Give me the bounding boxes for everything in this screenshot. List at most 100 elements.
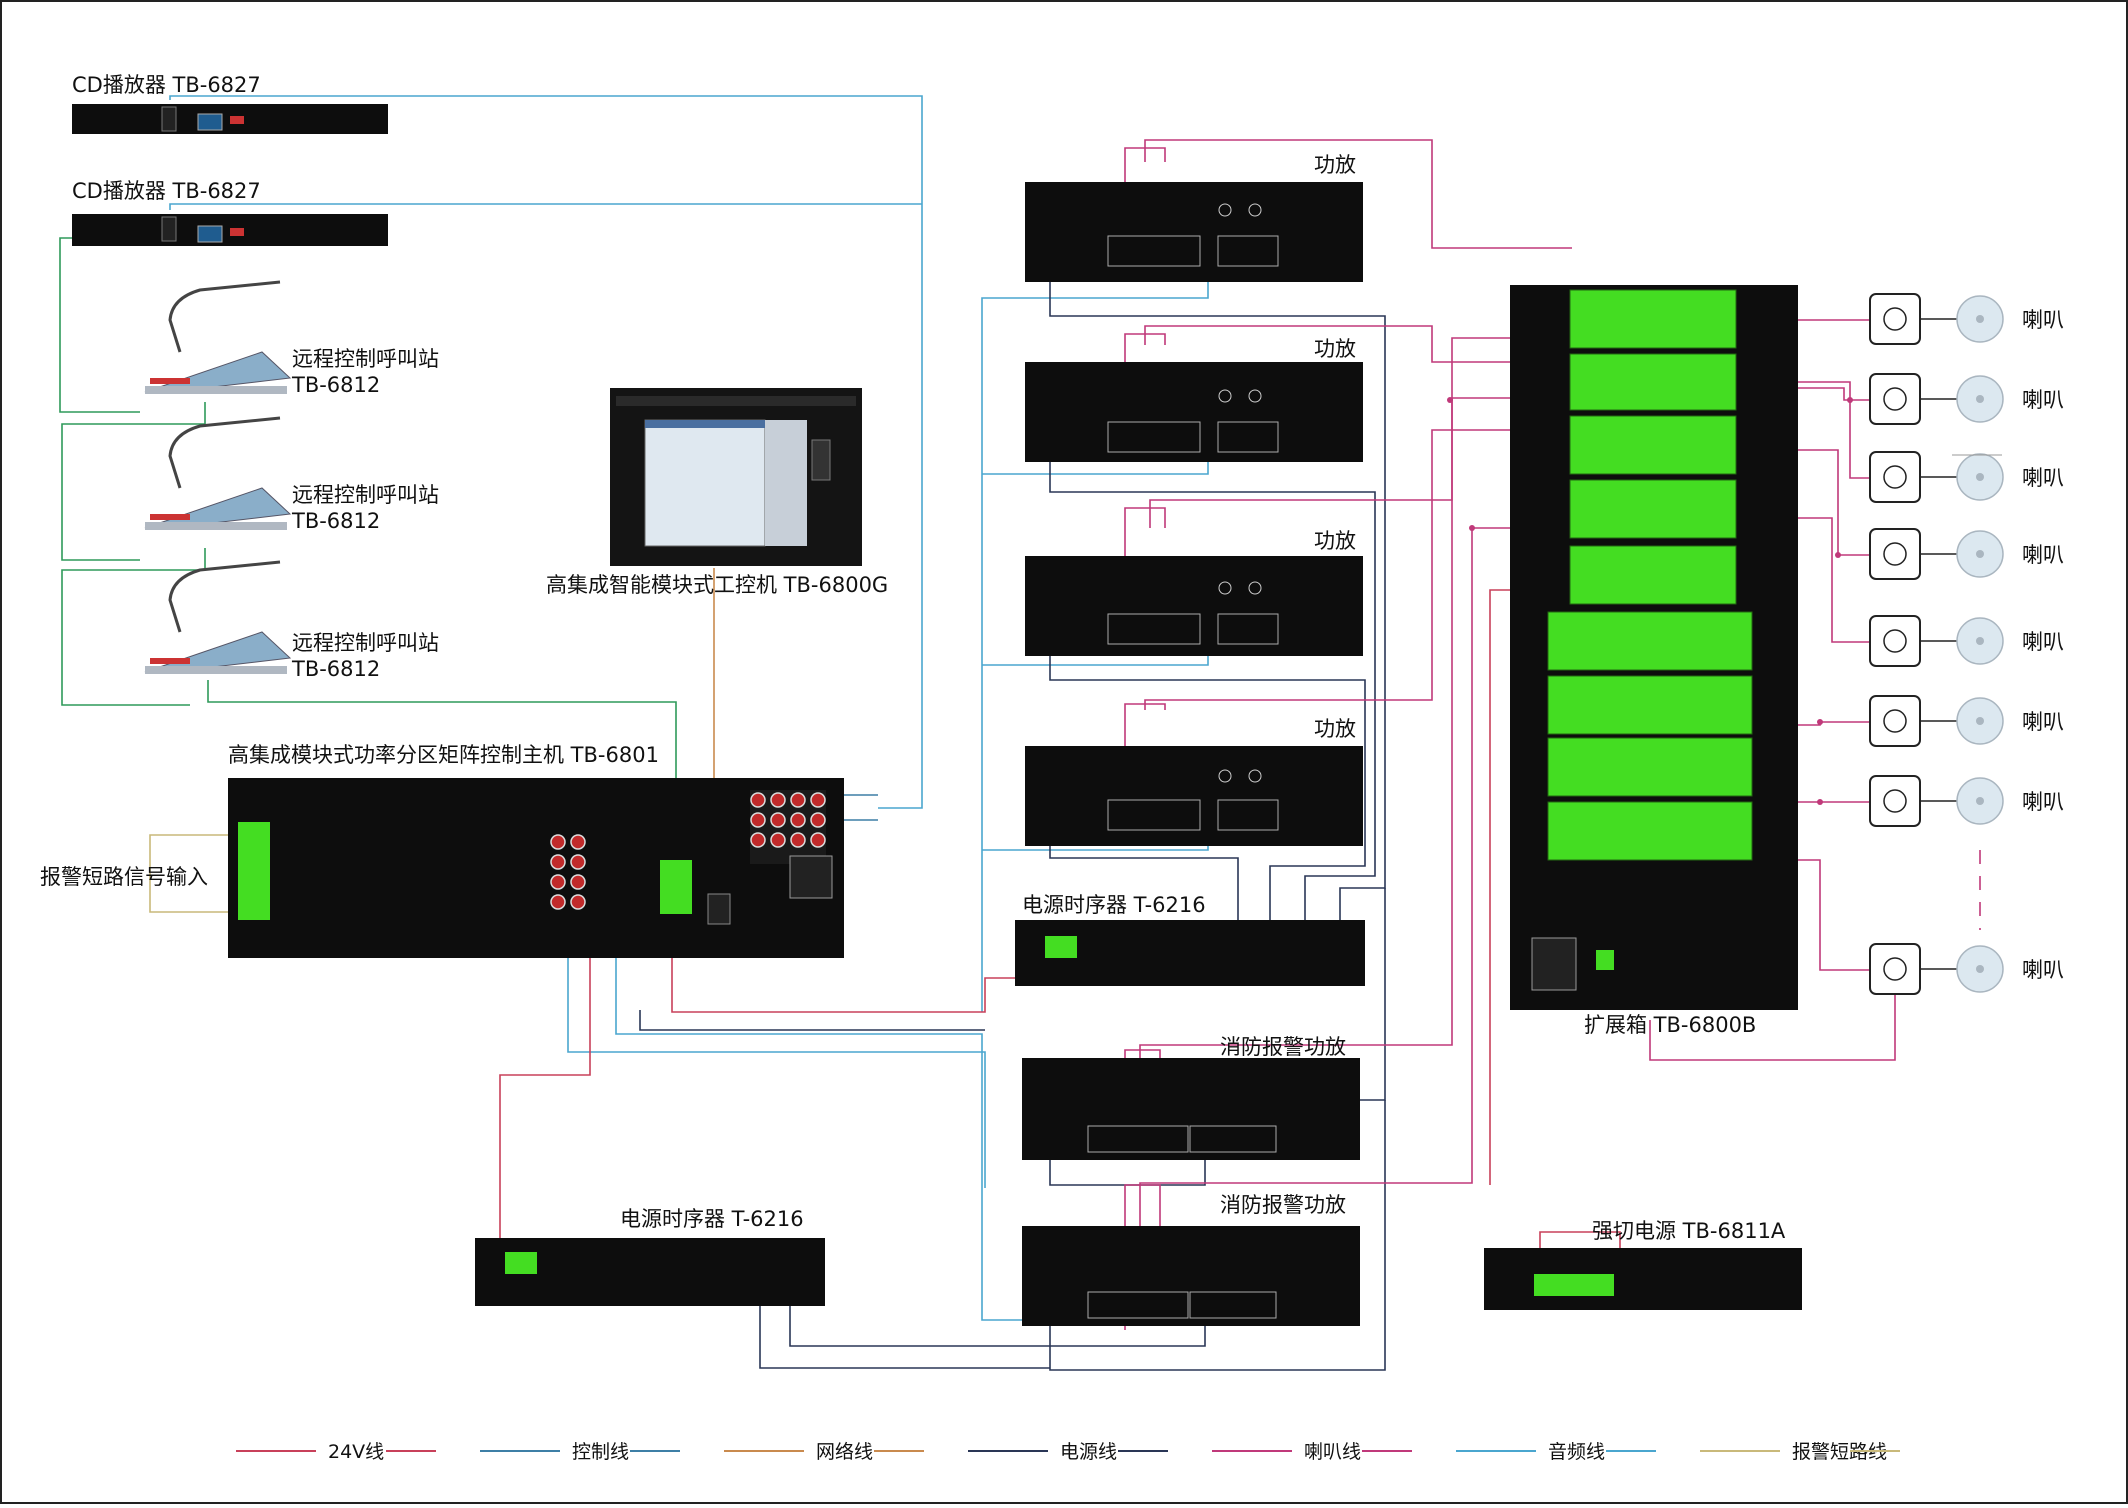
amplifier-1 <box>1025 182 1363 282</box>
wire-speaker-fire1 <box>1139 397 1572 1070</box>
call-station-2 <box>144 416 292 530</box>
volume-control <box>1869 775 1921 827</box>
junction-dot <box>1835 552 1841 558</box>
legend-label: 24V线 <box>328 1441 384 1463</box>
legend-label: 网络线 <box>816 1441 873 1463</box>
wire-power-amp3 <box>1049 652 1366 920</box>
legend-item: 控制线 <box>480 1441 680 1463</box>
speaker-center <box>1976 550 1984 558</box>
cd1-label: CD播放器 TB-6827 <box>72 73 261 97</box>
wire-control-call2 <box>61 402 206 561</box>
pc-label: 高集成智能模块式工控机 TB-6800G <box>546 573 888 597</box>
wire-alarm <box>149 834 235 913</box>
speaker-label: 喇叭 <box>2022 790 2064 814</box>
wire-power-amp2 <box>1049 462 1376 920</box>
speaker-unit: 喇叭 <box>1869 775 2064 827</box>
volume-knob-icon <box>1883 789 1907 813</box>
legend: 24V线控制线网络线电源线喇叭线音频线报警短路线 <box>236 1441 1900 1463</box>
matrix-host <box>228 778 844 958</box>
wire-speaker-fire2 <box>1139 527 1572 1245</box>
volume-control <box>1869 293 1921 345</box>
speaker-center <box>1976 717 1984 725</box>
cd-player-1 <box>72 104 388 134</box>
speaker-label: 喇叭 <box>2022 958 2064 982</box>
amplifier-4 <box>1025 746 1363 846</box>
volume-control <box>1869 451 1921 503</box>
expansion-label: 扩展箱 TB-6800B <box>1584 1013 1756 1037</box>
speaker-center <box>1976 965 1984 973</box>
speaker-label: 喇叭 <box>2022 630 2064 654</box>
wire-power-amp1 <box>1049 282 1386 920</box>
wires <box>59 95 1896 1371</box>
volume-knob-icon <box>1883 957 1907 981</box>
legend-item: 喇叭线 <box>1212 1441 1412 1463</box>
volume-knob-icon <box>1883 465 1907 489</box>
junction-dot <box>1817 719 1823 725</box>
volume-knob-icon <box>1883 387 1907 411</box>
seq1-label: 电源时序器 T-6216 <box>1022 893 1206 917</box>
alarm-input-label: 报警短路信号输入 <box>40 865 208 889</box>
legend-label: 音频线 <box>1548 1441 1605 1463</box>
junction-dot <box>1817 799 1823 805</box>
volume-knob-icon <box>1883 542 1907 566</box>
fire2-label: 消防报警功放 <box>1220 1193 1346 1217</box>
expansion-box <box>1510 285 1798 1010</box>
wire-speaker-amp3b <box>1124 507 1166 600</box>
cd-player-2 <box>72 214 388 246</box>
wire-audio-fire2 <box>567 920 986 1188</box>
amp4-label: 功放 <box>1314 717 1356 741</box>
speaker-unit: 喇叭 <box>1869 528 2064 580</box>
volume-control <box>1869 615 1921 667</box>
volume-knob-icon <box>1883 307 1907 331</box>
volume-knob-icon <box>1883 629 1907 653</box>
speaker-center <box>1976 395 1984 403</box>
amp1-label: 功放 <box>1314 153 1356 177</box>
speaker-unit: 喇叭 <box>1869 373 2064 425</box>
volume-control <box>1869 528 1921 580</box>
wire-sp-bottom <box>1649 990 1896 1061</box>
call-station-1 <box>144 280 292 394</box>
speaker-unit: 喇叭 <box>1869 943 2064 995</box>
fire1-label: 消防报警功放 <box>1220 1035 1346 1059</box>
legend-label: 报警短路线 <box>1792 1441 1887 1463</box>
power-sequencer-2 <box>475 1238 825 1306</box>
legend-label: 控制线 <box>572 1441 629 1463</box>
volume-control <box>1869 373 1921 425</box>
wire-control-host <box>207 680 677 840</box>
speaker-center <box>1976 315 1984 323</box>
speaker-unit: 喇叭 <box>1869 695 2064 747</box>
speaker-center <box>1976 637 1984 645</box>
speaker-label: 喇叭 <box>2022 710 2064 734</box>
amp3-label: 功放 <box>1314 529 1356 553</box>
speaker-unit: 喇叭 <box>1869 293 2064 345</box>
legend-item: 报警短路线 <box>1700 1441 1900 1463</box>
speaker-label: 喇叭 <box>2022 388 2064 412</box>
fire-alarm-amp-2 <box>1022 1226 1360 1326</box>
call-station-3 <box>144 560 292 674</box>
industrial-pc <box>610 388 862 566</box>
speaker-unit: 喇叭 <box>1869 615 2064 667</box>
call3-label-a: 远程控制呼叫站 <box>292 631 439 655</box>
speaker-label: 喇叭 <box>2022 543 2064 567</box>
wire-power-fire2 <box>1049 1100 1386 1371</box>
junction-dot <box>1469 525 1475 531</box>
volume-control <box>1869 943 1921 995</box>
power-sequencer-1 <box>1015 920 1365 986</box>
speaker-label: 喇叭 <box>2022 466 2064 490</box>
seq2-label: 电源时序器 T-6216 <box>620 1207 804 1231</box>
wire-audio-host-out <box>840 794 878 821</box>
amp2-label: 功放 <box>1314 337 1356 361</box>
junction-dot <box>1847 397 1853 403</box>
speaker-center <box>1976 473 1984 481</box>
host-label: 高集成模块式功率分区矩阵控制主机 TB-6801 <box>228 743 659 767</box>
call3-label-b: TB-6812 <box>291 657 380 681</box>
wire-speaker-amp2 <box>1144 325 1572 363</box>
volume-control <box>1869 695 1921 747</box>
amplifier-3 <box>1025 556 1363 656</box>
call2-label-a: 远程控制呼叫站 <box>292 483 439 507</box>
call1-label-b: TB-6812 <box>291 373 380 397</box>
speaker-label: 喇叭 <box>2022 308 2064 332</box>
